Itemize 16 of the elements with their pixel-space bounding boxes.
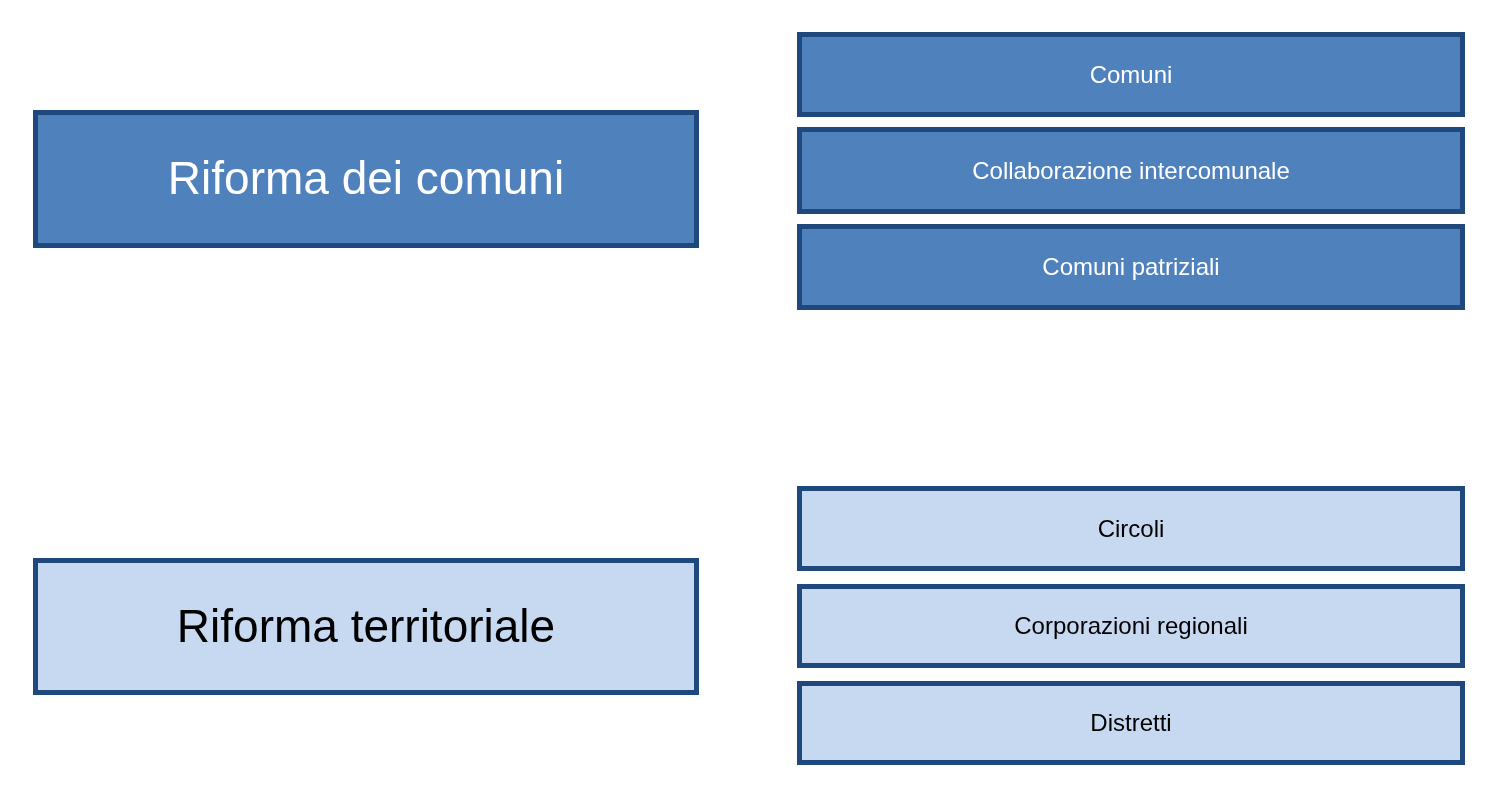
category-box [797,32,1465,117]
box-label: Comuni [1089,59,1173,90]
box-label: Riforma territoriale [176,598,556,654]
category-box [33,110,699,248]
category-box [33,558,699,695]
box-label: Riforma dei comuni [167,151,565,207]
box-label: Distretti [1090,708,1172,738]
box-label: Collaborazione intercomunale [972,155,1290,186]
category-box [797,681,1465,765]
box-label: Circoli [1097,513,1165,544]
category-box [797,224,1465,310]
box-label: Corporazioni regionali [1014,611,1248,641]
category-box [797,584,1465,668]
category-box [797,486,1465,571]
category-box [797,127,1465,214]
box-label: Comuni patriziali [1042,252,1220,282]
